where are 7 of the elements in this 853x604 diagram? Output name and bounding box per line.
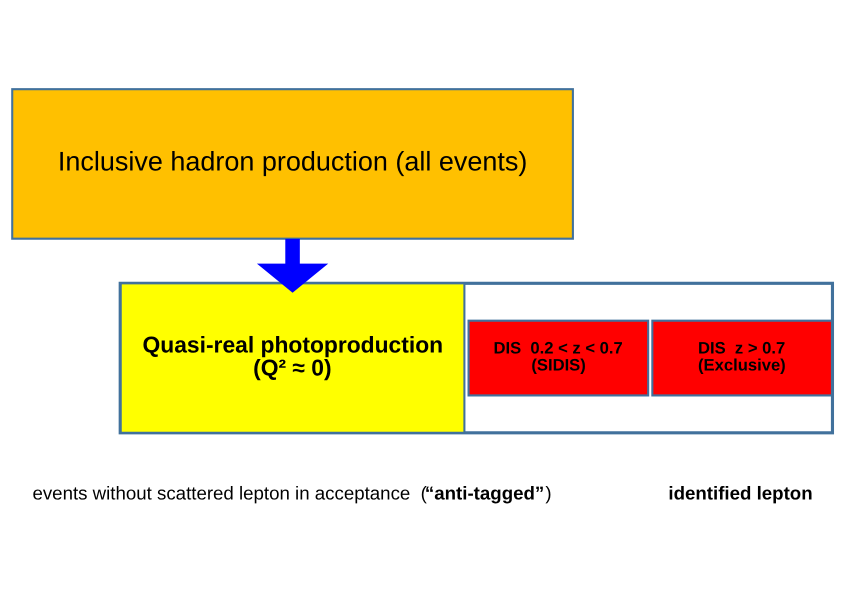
node-box: Inclusive hadron production (all events) — [11, 88, 574, 240]
node-label: events without scattered lepton in acceptance (“anti-tagged”) — [32, 482, 552, 504]
node-box: DIS z > 0.7 (Exclusive) — [651, 320, 833, 396]
label: identified lepton — [668, 482, 813, 504]
node-box: Quasi-real photoproduction (Q² ≈ 0) — [120, 282, 466, 434]
node-box: DIS 0.2 < z < 0.7 (SIDIS) — [468, 320, 650, 396]
arrow — [256, 238, 328, 293]
